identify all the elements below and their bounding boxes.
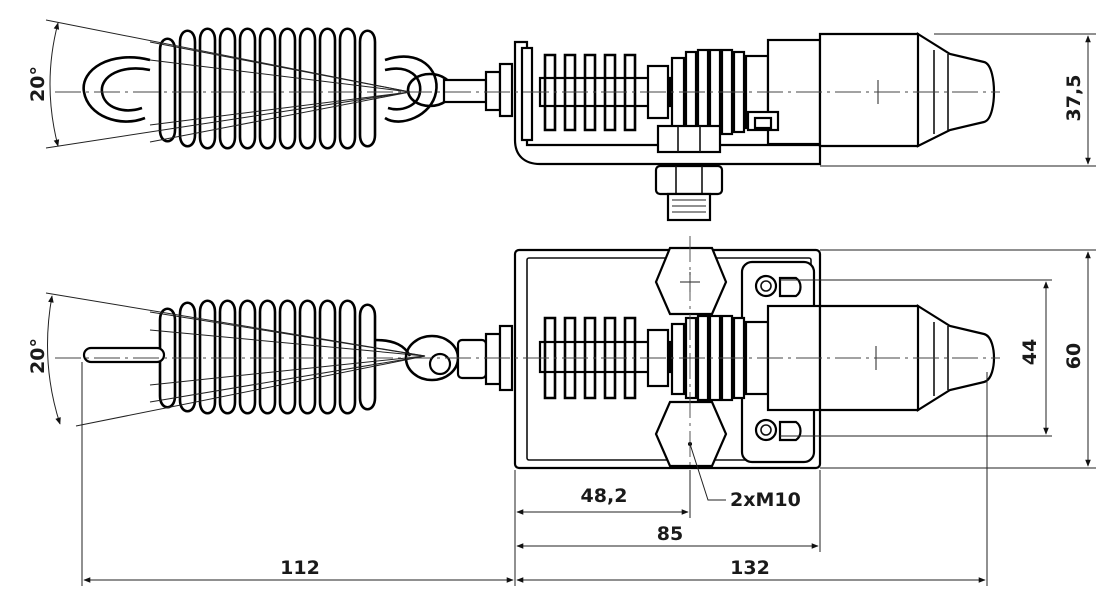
bottom-angle-dimension: 20° [27,292,426,427]
width-dimension-112: 112 [81,362,514,586]
bottom-rod [404,324,514,392]
width-dimension-85: 85 [516,470,821,552]
bottom-angle-label: 20° [27,338,49,374]
thread-callout: 2xM10 [689,443,801,511]
hex-nut-bottom [654,400,728,468]
screw-top [754,274,802,298]
height-label-37-5: 37,5 [1063,75,1085,122]
top-view: 20° 37,5 [27,19,1096,222]
height-label-60: 60 [1063,343,1085,369]
top-cable-gland [818,32,996,148]
width-label-48-2: 48,2 [581,485,628,507]
top-spring [82,27,438,150]
width-dimension-48-2: 48,2 [514,470,691,586]
width-label-132: 132 [730,557,770,579]
top-angle-dimension: 20° [27,19,411,149]
hex-nut-top [654,246,728,316]
height-dimension-37-5: 37,5 [820,33,1096,167]
thread-label: 2xM10 [730,489,801,511]
top-plunger-spring [538,53,672,132]
width-label-85: 85 [657,523,683,545]
top-bracket [513,40,822,166]
bottom-spring [82,299,426,415]
bottom-view: 20° 44 60 48,2 2xM10 8 [27,236,1096,586]
top-rod [406,62,514,118]
height-dimension-44: 44 [780,279,1052,437]
width-label-112: 112 [280,557,320,579]
height-label-44: 44 [1019,339,1041,365]
height-dimension-60: 60 [820,249,1096,469]
width-dimension-132: 132 [516,372,988,586]
top-nut [654,124,724,222]
top-angle-label: 20° [27,66,49,102]
